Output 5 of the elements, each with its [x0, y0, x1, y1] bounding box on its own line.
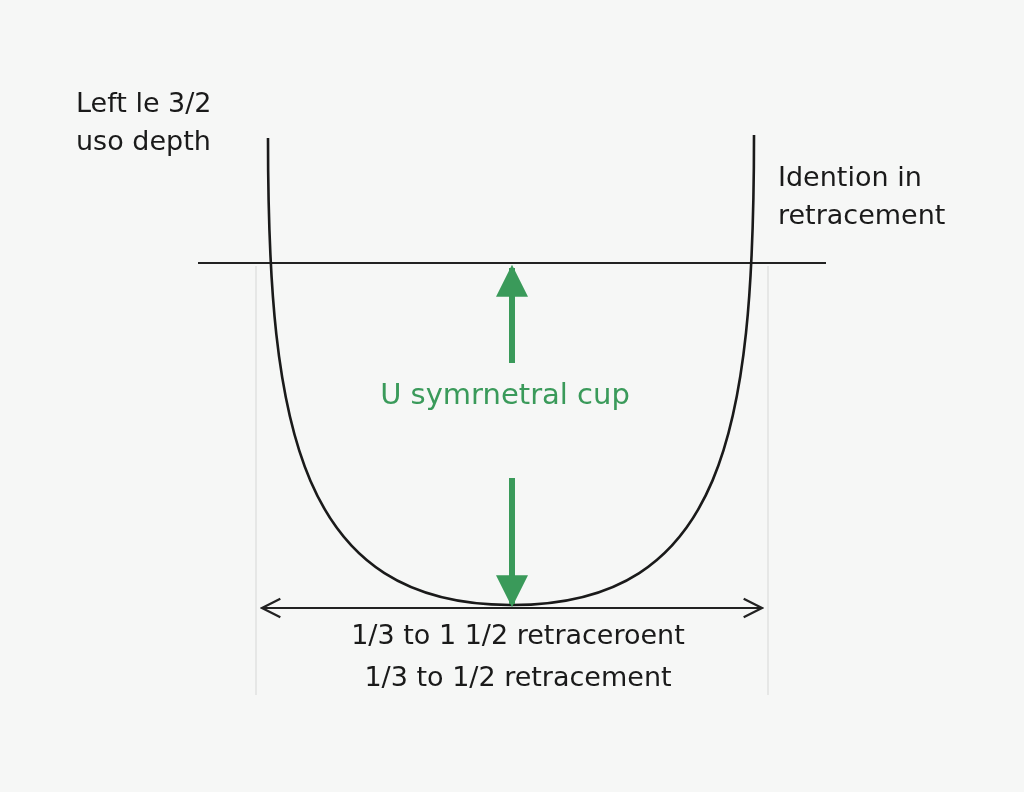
annotation-text: Left le 3/2 uso depth [76, 86, 213, 158]
width-label: 1/3 to 1/2 retracement [363, 660, 673, 694]
annotation-text: Idention in retracement [778, 160, 947, 232]
depth-label: U symrnetral cup [379, 376, 631, 413]
width-label: 1/3 to 1 1/2 retraceroent [350, 618, 686, 652]
